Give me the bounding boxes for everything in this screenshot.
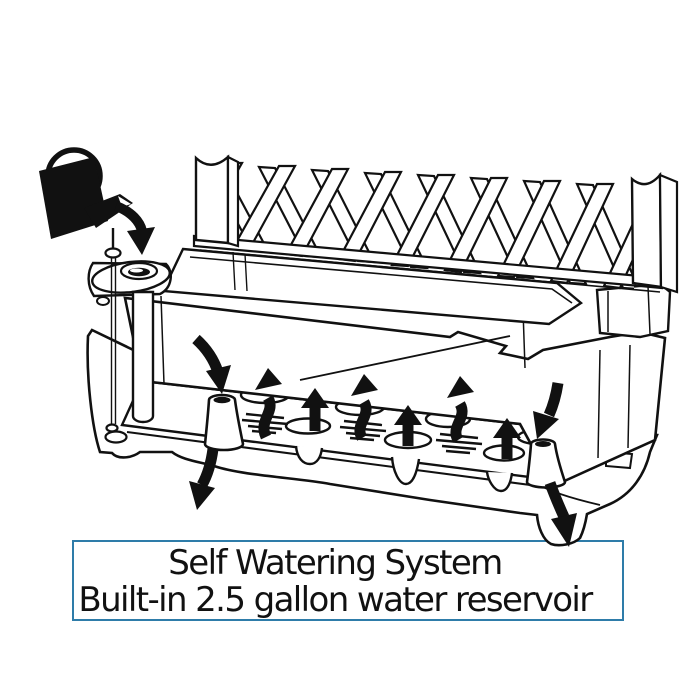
up-arrow-icon xyxy=(493,418,521,459)
mount-tab xyxy=(605,450,634,470)
water-level-indicator xyxy=(104,228,128,444)
down-arrow-icon xyxy=(189,448,219,510)
s-curve-up-arrow-icon xyxy=(351,374,378,441)
rim-corner xyxy=(595,282,672,339)
caption-box: Self Watering System Built-in 2.5 gallon… xyxy=(72,540,624,621)
wick-cone-right xyxy=(525,438,567,489)
reservoir-tray xyxy=(86,328,659,547)
lattice-front-strips xyxy=(234,161,634,290)
trellis-left-post xyxy=(194,154,240,248)
planter-body xyxy=(123,296,667,485)
down-arrow-icon xyxy=(544,481,577,547)
water-level-marks xyxy=(241,412,483,455)
wick-funnel xyxy=(294,445,324,466)
plate-hole xyxy=(284,417,332,435)
bracket-screw xyxy=(96,296,110,306)
watering-can-icon xyxy=(39,147,155,255)
tray-edge-line xyxy=(566,426,653,469)
down-curved-arrow-icon xyxy=(192,334,231,394)
up-arrow-icon xyxy=(301,388,329,431)
mount-hole xyxy=(609,433,641,447)
water-flow-arrows xyxy=(189,334,577,547)
tray-curve-line xyxy=(535,482,601,506)
port-bracket xyxy=(87,261,172,298)
can-spout xyxy=(84,194,133,228)
fill-tube xyxy=(131,290,155,424)
plate-hole xyxy=(482,444,526,462)
trellis-bottom-rail xyxy=(192,234,664,290)
up-arrow-icon xyxy=(394,405,422,446)
plate-hole xyxy=(239,385,291,405)
port-collar xyxy=(91,260,171,294)
planter-box xyxy=(123,247,672,485)
s-curve-up-arrow-icon xyxy=(447,376,474,443)
can-handle xyxy=(45,147,103,205)
plate-hole xyxy=(516,428,560,446)
plate-hole xyxy=(334,397,386,417)
caption-line-1: Self Watering System xyxy=(168,543,503,583)
wick-funnel xyxy=(485,471,514,493)
fill-port-assembly xyxy=(87,228,172,444)
lattice-back-strips xyxy=(234,162,634,291)
down-curved-arrow-icon xyxy=(533,382,564,439)
can-body xyxy=(39,157,108,239)
plate-hole xyxy=(383,430,433,450)
wick-funnel xyxy=(390,456,421,486)
trellis xyxy=(192,154,679,294)
body-crease xyxy=(299,335,511,381)
wick-cone-left xyxy=(203,393,245,452)
pour-arrow-icon xyxy=(114,201,155,255)
float xyxy=(104,430,128,444)
caption-line-2: Built-in 2.5 gallon water reservoir xyxy=(78,580,593,620)
reservoir-plate xyxy=(120,379,560,493)
planter-opening xyxy=(161,247,584,326)
s-curve-up-arrow-icon xyxy=(255,368,282,440)
plate-hole xyxy=(424,409,472,429)
trellis-right-post xyxy=(630,171,679,294)
fill-opening xyxy=(119,261,159,281)
